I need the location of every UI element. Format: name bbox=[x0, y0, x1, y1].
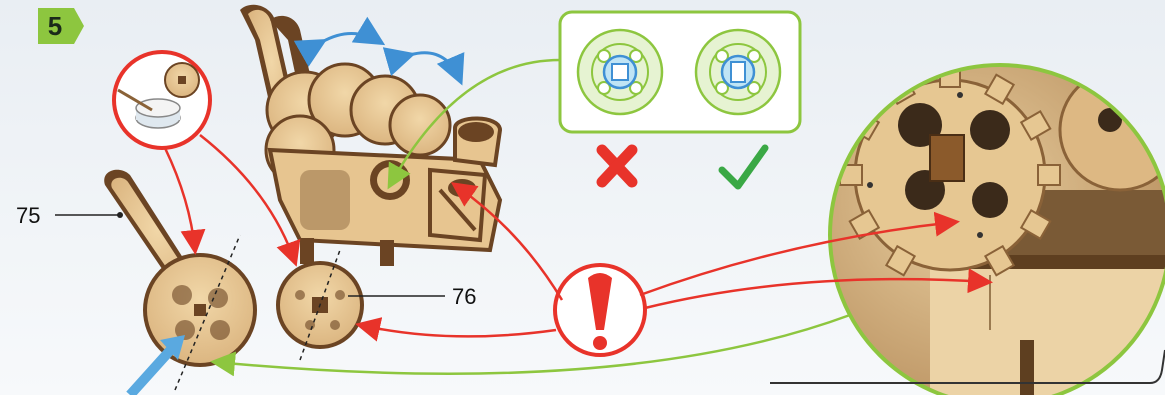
gear-right-orientation bbox=[696, 30, 780, 114]
check-icon bbox=[722, 148, 765, 186]
warning-icon bbox=[555, 265, 645, 355]
gear-wrong-orientation bbox=[578, 30, 662, 114]
orientation-panel bbox=[560, 12, 800, 132]
part-label-75: 75 bbox=[16, 203, 40, 229]
part-label-76: 76 bbox=[452, 284, 476, 310]
push-arrow bbox=[130, 345, 175, 395]
cross-icon bbox=[602, 150, 632, 182]
glue-icon bbox=[114, 52, 210, 148]
part-75 bbox=[104, 170, 255, 365]
step-number: 5 bbox=[38, 8, 72, 44]
step-badge: 5 bbox=[38, 8, 84, 44]
